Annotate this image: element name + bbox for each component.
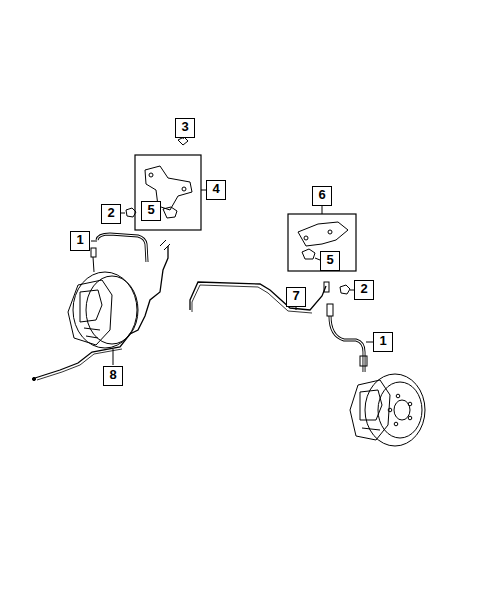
leader-line — [296, 307, 297, 310]
brake-caliper — [68, 280, 112, 345]
callout-number: 2 — [101, 204, 121, 224]
callout-number: 3 — [175, 118, 195, 138]
callout-number: 5 — [141, 201, 161, 221]
callout-number: 1 — [373, 332, 393, 352]
bracket — [298, 222, 348, 246]
callout-number: 4 — [206, 180, 226, 200]
clip — [163, 207, 177, 218]
callout-number: 7 — [286, 287, 306, 307]
clip — [178, 137, 188, 145]
clip — [302, 249, 315, 259]
callout-number: 2 — [354, 280, 374, 300]
callout-number: 5 — [320, 251, 340, 271]
brake-line — [35, 246, 168, 378]
brake-caliper — [350, 380, 390, 440]
brake-line — [190, 282, 326, 310]
callout-number: 8 — [103, 366, 123, 386]
leader-line — [113, 349, 114, 365]
group-frame — [288, 214, 356, 271]
group-frame — [135, 155, 201, 230]
callout-number: 1 — [70, 231, 90, 251]
brake-rotor — [365, 374, 425, 446]
callout-number: 6 — [312, 186, 332, 206]
